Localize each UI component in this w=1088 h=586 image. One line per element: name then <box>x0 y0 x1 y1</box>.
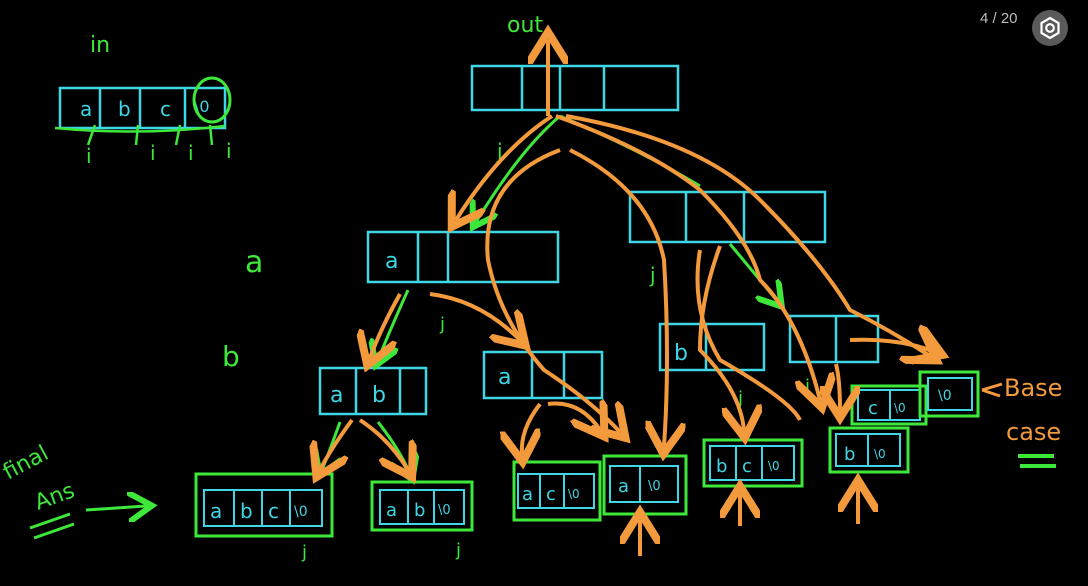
input-cell: a <box>80 97 92 121</box>
node-cell: b <box>716 456 727 477</box>
final-ans-label: final <box>0 441 53 485</box>
node-cell: a <box>386 500 397 521</box>
node-cell: c <box>546 484 556 505</box>
node-cell: \0 <box>938 388 952 404</box>
i-label: i <box>150 141 156 165</box>
page-counter: 4 / 20 <box>980 10 1018 27</box>
node-cell: a <box>618 476 629 497</box>
out-label: out <box>507 13 543 38</box>
j-label: j <box>804 376 810 397</box>
node-cell: \0 <box>648 479 661 494</box>
level-b-label: b <box>222 340 240 373</box>
gear-icon <box>1040 16 1060 40</box>
node-cell: \0 <box>894 401 906 415</box>
j-label: j <box>439 314 445 335</box>
node-leaf-b: b \0 <box>828 426 910 474</box>
input-cell: b <box>118 97 131 121</box>
node-leaf-a: a \0 <box>602 454 688 516</box>
j-label: j <box>455 540 461 561</box>
node-cell: \0 <box>874 447 886 461</box>
base-case-label: case <box>1006 418 1061 446</box>
node-cell: a <box>330 383 343 408</box>
input-array: in a b c \0 i i i i <box>54 33 232 168</box>
input-cell: c <box>160 97 171 121</box>
node-cell: c <box>742 456 752 477</box>
i-label: i <box>188 141 194 165</box>
node-cell: \0 <box>294 504 308 520</box>
node-l1-skip <box>628 190 827 244</box>
orange-backtrack-arrows <box>320 40 935 556</box>
node-cell: b <box>240 499 253 523</box>
node-l2-a: a <box>482 350 604 400</box>
level-a-label: a <box>245 245 263 280</box>
i-label: i <box>226 139 232 163</box>
j-label: j <box>301 542 307 563</box>
green-recursion-arrows <box>322 114 778 474</box>
node-l1-take: a <box>366 230 560 284</box>
node-cell: a <box>210 499 222 523</box>
settings-button[interactable] <box>1032 10 1068 46</box>
node-cell: a <box>385 249 398 274</box>
node-leaf-c: c \0 <box>850 384 928 426</box>
node-cell: a <box>498 365 511 390</box>
node-cell: b <box>414 500 425 521</box>
node-leaf-bc: b c \0 <box>702 438 804 488</box>
node-leaf-ac: a c \0 <box>512 460 602 522</box>
node-cell: b <box>674 341 688 366</box>
node-cell: \0 <box>568 487 580 501</box>
node-cell: c <box>268 499 279 523</box>
node-cell: \0 <box>438 503 451 518</box>
j-label: j <box>737 388 743 409</box>
node-cell: \0 <box>768 459 780 473</box>
node-cell: c <box>868 398 878 419</box>
root-node <box>470 64 680 112</box>
final-ans-label: Ans <box>32 478 79 515</box>
in-label: in <box>90 33 110 58</box>
node-leaf-ab: a b \0 <box>370 480 474 532</box>
j-label: j <box>496 139 503 163</box>
node-l2-ab: a b <box>318 366 428 416</box>
base-case-label: Base <box>1004 374 1062 402</box>
node-leaf-empty: \0 <box>918 370 980 418</box>
node-leaf-abc: a b c \0 <box>194 472 334 538</box>
j-label: j <box>649 263 656 287</box>
i-label: i <box>86 144 92 168</box>
node-cell: b <box>844 444 855 465</box>
node-cell: b <box>372 383 386 408</box>
node-cell: a <box>522 484 533 505</box>
